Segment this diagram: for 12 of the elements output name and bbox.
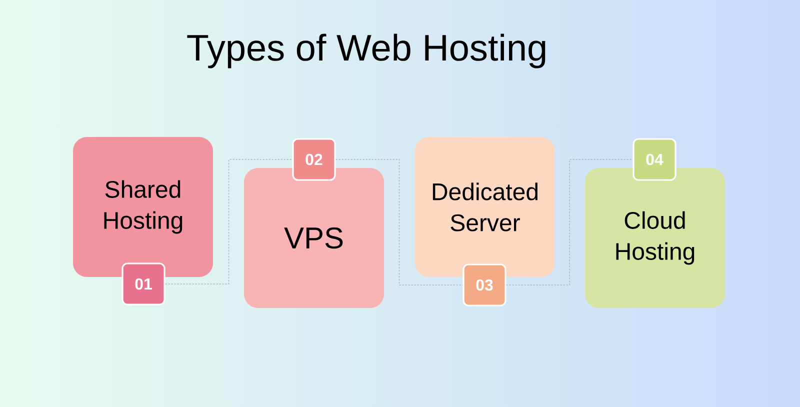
number-badge: 04 [632, 138, 676, 181]
number-badge: 02 [292, 138, 336, 181]
dotted-connector [506, 159, 634, 286]
category-box: VPS [244, 168, 384, 308]
category-box: Cloud Hosting [585, 168, 725, 308]
category-box: Dedicated Server [415, 137, 555, 277]
number-badge: 01 [122, 262, 166, 306]
number-badge: 03 [462, 264, 506, 306]
dotted-connector [335, 159, 464, 286]
category-box: Shared Hosting [73, 137, 213, 277]
dotted-connector [164, 159, 293, 284]
title: Types of Web Hosting [187, 34, 546, 68]
